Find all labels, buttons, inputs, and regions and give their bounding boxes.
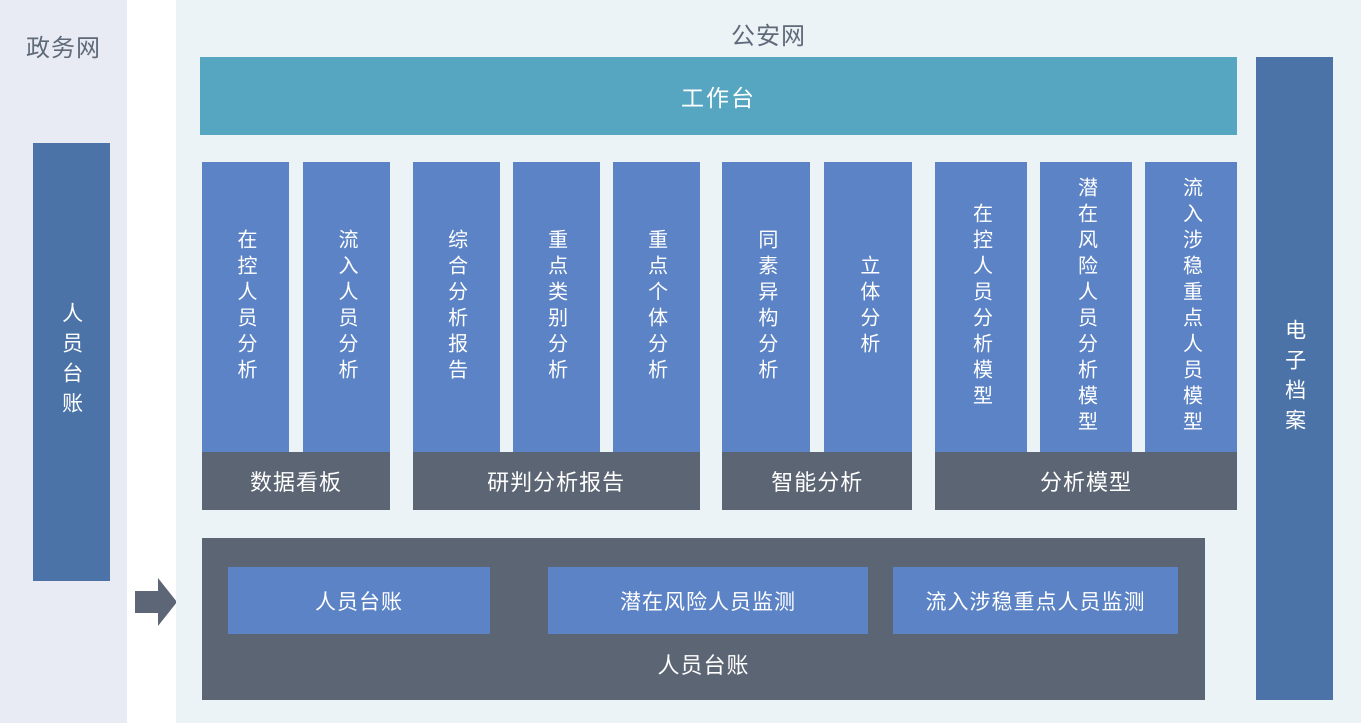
module-bar-label: 在控人员分析 — [234, 229, 258, 385]
module-bar-label: 流入人员分析 — [335, 229, 359, 385]
group-analysis-models: 在控人员分析模型 潜在风险人员分析模型 流入涉稳重点人员模型 分析模型 — [934, 162, 1237, 510]
police-network-title: 公安网 — [731, 22, 806, 50]
workbench-bar: 工作台 — [200, 57, 1237, 135]
group-intelligent-analysis: 同素异构分析 立体分析 智能分析 — [722, 162, 913, 510]
personnel-ledger-panel: 人员台账 潜在风险人员监测 流入涉稳重点人员监测 人员台账 — [202, 538, 1205, 700]
module-bar: 在控人员分析 — [202, 162, 289, 452]
personnel-ledger-side-bar-label: 人员台账 — [59, 302, 84, 422]
module-bar: 综合分析报告 — [412, 162, 500, 452]
module-bar: 潜在风险人员分析模型 — [1039, 162, 1132, 452]
module-groups-row: 在控人员分析 流入人员分析 数据看板 综合分析报告 重点类别分析 — [202, 162, 1237, 510]
group-label: 智能分析 — [722, 452, 913, 510]
group-bars: 综合分析报告 重点类别分析 重点个体分析 — [412, 162, 700, 452]
module-bar: 立体分析 — [824, 162, 913, 452]
electronic-archive-bar-label: 电子档案 — [1282, 318, 1307, 439]
module-bar-label: 重点个体分析 — [644, 229, 669, 385]
group-bars: 在控人员分析模型 潜在风险人员分析模型 流入涉稳重点人员模型 — [934, 162, 1237, 452]
workbench-label: 工作台 — [681, 86, 756, 112]
module-bar: 重点类别分析 — [512, 162, 600, 452]
module-bar: 流入涉稳重点人员模型 — [1144, 162, 1237, 452]
module-bar: 同素异构分析 — [722, 162, 811, 452]
electronic-archive-bar: 电子档案 — [1256, 57, 1333, 700]
module-bar: 重点个体分析 — [612, 162, 700, 452]
inflow-key-personnel-monitor-block: 流入涉稳重点人员监测 — [893, 567, 1178, 634]
module-bar: 流入人员分析 — [303, 162, 390, 452]
personnel-ledger-block: 人员台账 — [228, 567, 490, 634]
module-bar-label: 立体分析 — [856, 255, 881, 359]
module-bar-label: 重点类别分析 — [544, 229, 569, 385]
gov-network-panel: 政务网 人员台账 — [0, 0, 127, 723]
group-label: 数据看板 — [202, 452, 390, 510]
group-label: 分析模型 — [934, 452, 1237, 510]
module-bar-label: 综合分析报告 — [444, 229, 469, 385]
group-bars: 同素异构分析 立体分析 — [722, 162, 913, 452]
module-bar-label: 潜在风险人员分析模型 — [1074, 177, 1099, 437]
module-bar-label: 在控人员分析模型 — [969, 203, 994, 411]
module-bar: 在控人员分析模型 — [934, 162, 1027, 452]
right-arrow-icon — [135, 578, 177, 626]
personnel-ledger-side-bar: 人员台账 — [33, 143, 110, 581]
gov-network-title: 政务网 — [26, 34, 101, 62]
group-label: 研判分析报告 — [412, 452, 700, 510]
group-analysis-report: 综合分析报告 重点类别分析 重点个体分析 研判分析报告 — [412, 162, 700, 510]
risk-personnel-monitor-block: 潜在风险人员监测 — [548, 567, 868, 634]
module-bar-label: 流入涉稳重点人员模型 — [1179, 177, 1204, 437]
group-bars: 在控人员分析 流入人员分析 — [202, 162, 390, 452]
group-data-dashboard: 在控人员分析 流入人员分析 数据看板 — [202, 162, 390, 510]
police-network-panel: 公安网 工作台 在控人员分析 流入人员分析 数据看板 综 — [176, 0, 1361, 723]
personnel-ledger-panel-label: 人员台账 — [657, 654, 750, 679]
module-bar-label: 同素异构分析 — [754, 229, 779, 385]
